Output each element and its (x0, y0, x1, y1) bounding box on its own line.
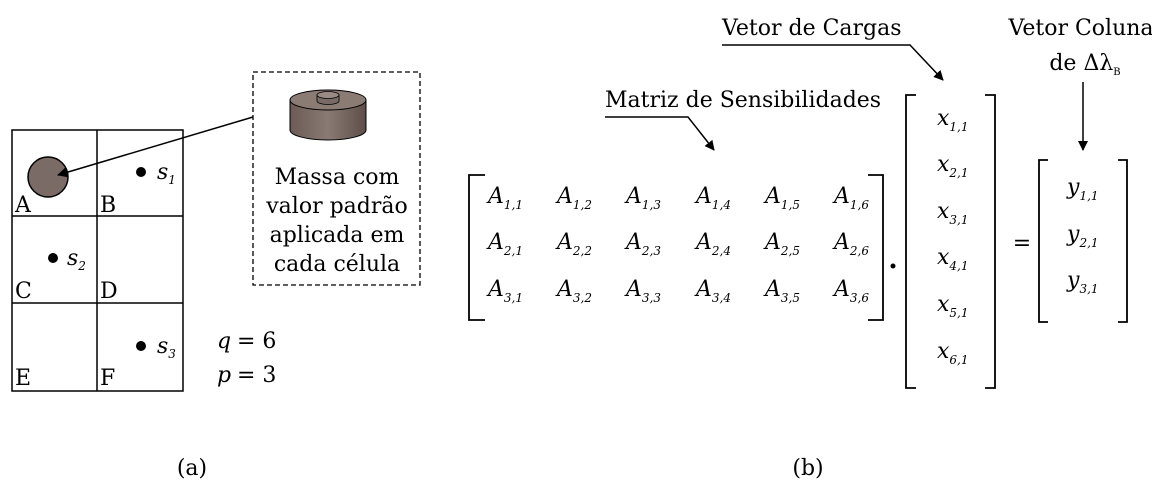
sensor-dot-2 (48, 253, 58, 263)
p-value: = 3 (237, 363, 276, 388)
load-vector: x1,1 x2,1 x3,1 x4,1 x5,1 x6,1 (937, 106, 969, 367)
matrix-entry: A3,6 (832, 277, 869, 305)
weight-icon (289, 89, 367, 141)
vector-entry: y1,1 (1066, 175, 1099, 203)
sensor-dot-1 (136, 167, 146, 177)
vector-y-left-bracket (1038, 159, 1048, 323)
equals-sign: = (1013, 231, 1031, 256)
matrix-entry: A1,1 (486, 184, 523, 212)
mass-pointer-arrow (57, 116, 254, 178)
vector-entry: x3,1 (937, 199, 969, 227)
vector-entry: x1,1 (937, 106, 969, 134)
mass-box-line-4: cada célula (274, 252, 400, 277)
cell-label-b: B (100, 193, 116, 218)
sensor-label-3: s3 (157, 334, 176, 361)
matrix-entry: A1,4 (694, 184, 731, 212)
vector-x-left-bracket (905, 94, 916, 389)
cell-label-e: E (15, 366, 31, 391)
matrix-entry: A3,3 (624, 277, 661, 305)
vector-entry: y3,1 (1066, 268, 1099, 296)
dot-operator (890, 263, 896, 269)
matrix-entry: A3,1 (486, 277, 523, 305)
matrix-entry: A3,2 (555, 277, 592, 305)
label-column-vector-line-2: de ΔλB (1049, 51, 1120, 78)
vector-entry: y2,1 (1066, 222, 1099, 250)
vector-y-right-bracket (1118, 159, 1128, 323)
q-symbol: q (217, 329, 231, 354)
matrix-entry: A1,6 (832, 184, 869, 212)
matrix-entry: A1,3 (624, 184, 661, 212)
caption-b: (b) (792, 456, 823, 481)
arrow-load-vector (722, 44, 944, 81)
sensitivity-matrix: A1,1 A1,2 A1,3 A1,4 A1,5 A1,6A2,1 A2,2 A2,3 A2,4… (486, 184, 869, 305)
matrix-entry: A2,6 (832, 230, 869, 258)
sensor-dot-3 (136, 341, 146, 351)
matrix-entry: A2,5 (763, 230, 800, 258)
vector-entry: x5,1 (937, 292, 969, 320)
vector-x-right-bracket (985, 94, 996, 389)
vector-entry: x4,1 (937, 245, 969, 273)
grid-panel-a (11, 129, 184, 392)
mass-info-box (252, 71, 421, 286)
matrix-entry: A2,4 (694, 230, 731, 258)
sensor-label-1: s1 (157, 160, 176, 187)
matrix-entry: A2,1 (486, 230, 523, 258)
mass-circle (27, 156, 69, 198)
matrix-entry: A1,5 (763, 184, 800, 212)
cell-label-f: F (100, 366, 115, 391)
caption-a: (a) (177, 456, 207, 481)
matrix-a-right-bracket (868, 174, 884, 321)
label-load-vector: Vetor de Cargas (721, 16, 902, 41)
vector-entry: x6,1 (937, 339, 969, 367)
vector-entry: x2,1 (937, 152, 969, 180)
arrow-sensitivity-matrix (605, 116, 715, 151)
matrix-entry: A1,2 (555, 184, 592, 212)
sensor-label-2: s2 (67, 246, 86, 273)
cell-label-c: C (15, 279, 32, 304)
mass-box-line-3: aplicada em (270, 223, 405, 248)
matrix-entry: A3,5 (763, 277, 800, 305)
matrix-entry: A2,3 (624, 230, 661, 258)
cell-label-a: A (14, 193, 32, 218)
mass-box-line-1: Massa com (275, 165, 400, 190)
matrix-a-left-bracket (468, 174, 485, 321)
q-value: = 6 (237, 329, 276, 354)
cell-label-d: D (100, 279, 118, 304)
label-sensitivity-matrix: Matriz de Sensibilidades (605, 88, 881, 113)
delta-lambda-vector: y1,1 y2,1 y3,1 (1066, 175, 1099, 296)
p-symbol: p (217, 363, 231, 388)
matrix-entry: A2,2 (555, 230, 592, 258)
mass-box-line-2: valor padrão (265, 194, 408, 219)
label-column-vector-line-1: Vetor Coluna (1007, 16, 1152, 41)
matrix-entry: A3,4 (694, 277, 731, 305)
